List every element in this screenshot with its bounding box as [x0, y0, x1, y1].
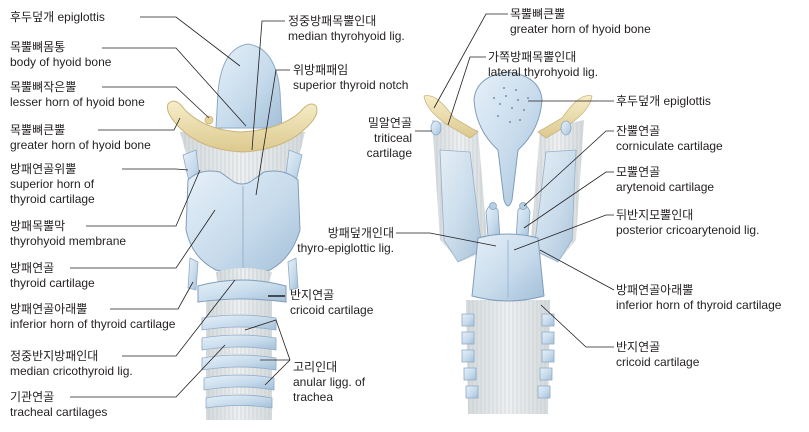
label-text-en: anular ligg. of [293, 375, 366, 389]
label-text-en: superior thyroid notch [293, 78, 409, 92]
label-text-ko: 모뿔연골 [616, 165, 661, 179]
label-text-en: greater horn of hyoid bone [510, 22, 651, 36]
label-text-ko: 반지연골 [616, 340, 661, 354]
label-anular-ligaments: 고리인대 anular ligg. of trachea [293, 360, 365, 405]
label-text-en: triticeal [373, 131, 412, 145]
label-superior-thyroid-notch: 위방패패임 superior thyroid notch [293, 63, 408, 93]
label-text-ko: 반지연골 [290, 288, 335, 302]
label-median-cricothyroid: 정중반지방패인대 median cricothyroid lig. [10, 349, 133, 379]
label-text-ko: 뒤반지모뿔인대 [616, 208, 694, 222]
epiglottis-right [473, 71, 543, 207]
label-posterior-cricoarytenoid: 뒤반지모뿔인대 posterior cricoarytenoid lig. [616, 208, 759, 238]
label-text-ko: 기관연골 [10, 390, 55, 404]
hyoid-bone-left [167, 100, 318, 153]
label-arytenoid: 모뿔연골 arytenoid cartilage [616, 165, 714, 195]
label-text-ko: 고리인대 [293, 360, 338, 374]
label-greater-horn-left: 목뿔뼈큰뿔 greater horn of hyoid bone [10, 123, 151, 153]
label-text-en: lateral thyrohyoid lig. [488, 65, 599, 79]
label-text-ko: 방패연골아래뿔 [10, 302, 88, 316]
label-text-en: cartilage [366, 146, 412, 160]
epiglottis-left [215, 43, 283, 129]
label-text-en: thyrohyoid membrane [10, 234, 127, 248]
label-text-en: thyroid cartilage [10, 276, 95, 290]
label-text-ko: 방패연골위뿔 [10, 162, 77, 176]
label-text-ko: 위방패패임 [293, 63, 349, 77]
label-text-ko: 목뿔뼈큰뿔 [510, 7, 566, 21]
label-text-en: thyro-epiglottic lig. [297, 241, 394, 255]
anterior-view [167, 43, 318, 420]
leader-lines [70, 13, 615, 398]
label-text-en: tracheal cartilages [10, 405, 108, 419]
label-text-en: thyroid cartilage [10, 192, 95, 206]
label-thyroid-cartilage: 방패연골 thyroid cartilage [10, 261, 95, 291]
label-text: 후두덮개 epiglottis [10, 10, 105, 24]
label-greater-horn-right: 목뿔뼈큰뿔 greater horn of hyoid bone [510, 7, 651, 37]
label-lateral-thyrohyoid: 가쪽방패목뿔인대 lateral thyrohyoid lig. [488, 50, 598, 80]
label-inferior-horn-right: 방패연골아래뿔 inferior horn of thyroid cartila… [616, 283, 781, 313]
label-text-ko: 밀알연골 [367, 116, 412, 130]
label-text-en: inferior horn of thyroid cartilage [10, 317, 176, 331]
tracheal-rings-right [461, 313, 555, 399]
label-epiglottis-left: 후두덮개 epiglottis [10, 10, 105, 25]
label-text-en: body of hyoid bone [10, 55, 112, 69]
label-text-en: superior horn of [10, 177, 95, 191]
label-text-en: posterior cricoarytenoid lig. [616, 223, 760, 237]
label-thyro-epiglottic: 방패덮개인대 thyro-epiglottic lig. [282, 226, 394, 256]
label-text: 후두덮개 epiglottis [616, 94, 711, 108]
label-text-en: arytenoid cartilage [616, 180, 715, 194]
label-inferior-horn-left: 방패연골아래뿔 inferior horn of thyroid cartila… [10, 302, 175, 332]
label-text-en: greater horn of hyoid bone [10, 138, 151, 152]
label-text-en: cricoid cartilage [290, 303, 374, 317]
label-text-en: corniculate cartilage [616, 139, 723, 153]
label-text-ko: 정중반지방패인대 [10, 349, 99, 363]
label-text-ko: 목뿔뼈몸통 [10, 40, 66, 54]
label-tracheal-cartilages: 기관연골 tracheal cartilages [10, 390, 107, 420]
label-text-en: lesser horn of hyoid bone [10, 95, 145, 109]
label-text-ko: 방패연골 [10, 261, 55, 275]
label-epiglottis-right: 후두덮개 epiglottis [616, 94, 711, 109]
tracheal-rings-left [201, 314, 277, 409]
label-lesser-horn: 목뿔뼈작은뿔 lesser horn of hyoid bone [10, 80, 145, 110]
label-text-en: median thyrohyoid lig. [288, 29, 405, 43]
label-text-ko: 방패연골아래뿔 [616, 283, 694, 297]
label-cricoid-right: 반지연골 cricoid cartilage [616, 340, 699, 370]
label-text-ko: 방패덮개인대 [327, 226, 394, 240]
hyoid-greater-horn-right [537, 95, 593, 139]
label-superior-horn: 방패연골위뿔 superior horn of thyroid cartilag… [10, 162, 95, 207]
label-thyrohyoid-membrane: 방패목뿔막 thyrohyoid membrane [10, 219, 126, 249]
label-text-en: median cricothyroid lig. [10, 364, 133, 378]
label-text-en: trachea [293, 390, 334, 404]
label-text-ko: 정중방패목뿔인대 [288, 14, 377, 28]
cricoid-cartilage-left [197, 279, 287, 303]
label-text-en: cricoid cartilage [616, 355, 700, 369]
label-corniculate: 잔뿔연골 corniculate cartilage [616, 124, 723, 154]
label-median-thyrohyoid: 정중방패목뿔인대 median thyrohyoid lig. [288, 14, 405, 44]
posterior-view [423, 71, 593, 414]
label-text-ko: 잔뿔연골 [616, 124, 661, 138]
label-cricoid-left: 반지연골 cricoid cartilage [290, 288, 373, 318]
label-hyoid-body: 목뿔뼈몸통 body of hyoid bone [10, 40, 111, 70]
lesser-horn-left [204, 115, 214, 125]
label-text-ko: 목뿔뼈작은뿔 [10, 80, 77, 94]
label-text-en: inferior horn of thyroid cartilage [616, 298, 782, 312]
label-text-ko: 방패목뿔막 [10, 219, 66, 233]
label-triticeal: 밀알연골 triticeal cartilage [322, 116, 412, 161]
label-text-ko: 가쪽방패목뿔인대 [488, 50, 577, 64]
label-text-ko: 목뿔뼈큰뿔 [10, 123, 66, 137]
